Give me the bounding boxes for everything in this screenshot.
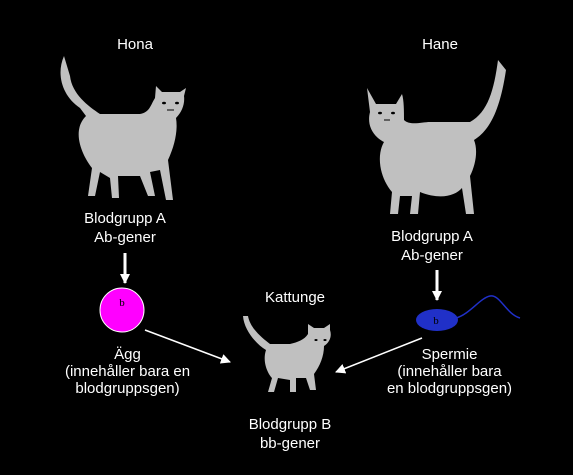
male-blood-group: Blodgrupp A — [391, 228, 473, 245]
arrow-egg-to-kitten — [144, 329, 231, 364]
arrow-sperm-to-kitten — [335, 337, 423, 374]
sperm-gene: b — [433, 315, 439, 327]
kitten-title: Kattunge — [264, 289, 326, 306]
egg-gene: b — [119, 297, 125, 309]
female-cat-illustration — [60, 56, 186, 200]
female-genes: Ab-gener — [94, 229, 156, 246]
kitten-illustration — [243, 316, 331, 392]
female-title: Hona — [117, 36, 153, 53]
egg-label: Ägg (innehåller bara en blodgruppsgen) — [64, 346, 191, 397]
female-blood-group: Blodgrupp A — [84, 210, 166, 227]
male-title: Hane — [422, 36, 458, 53]
kitten-genes: bb-gener — [259, 435, 321, 452]
sperm-cell: b — [416, 295, 521, 331]
kitten-blood-group: Blodgrupp B — [248, 416, 332, 433]
male-genes: Ab-gener — [401, 247, 463, 264]
sperm-label: Spermie (innehåller bara en blodgruppsge… — [386, 346, 513, 397]
egg-cell: b — [99, 287, 145, 333]
male-cat-illustration — [367, 60, 506, 214]
